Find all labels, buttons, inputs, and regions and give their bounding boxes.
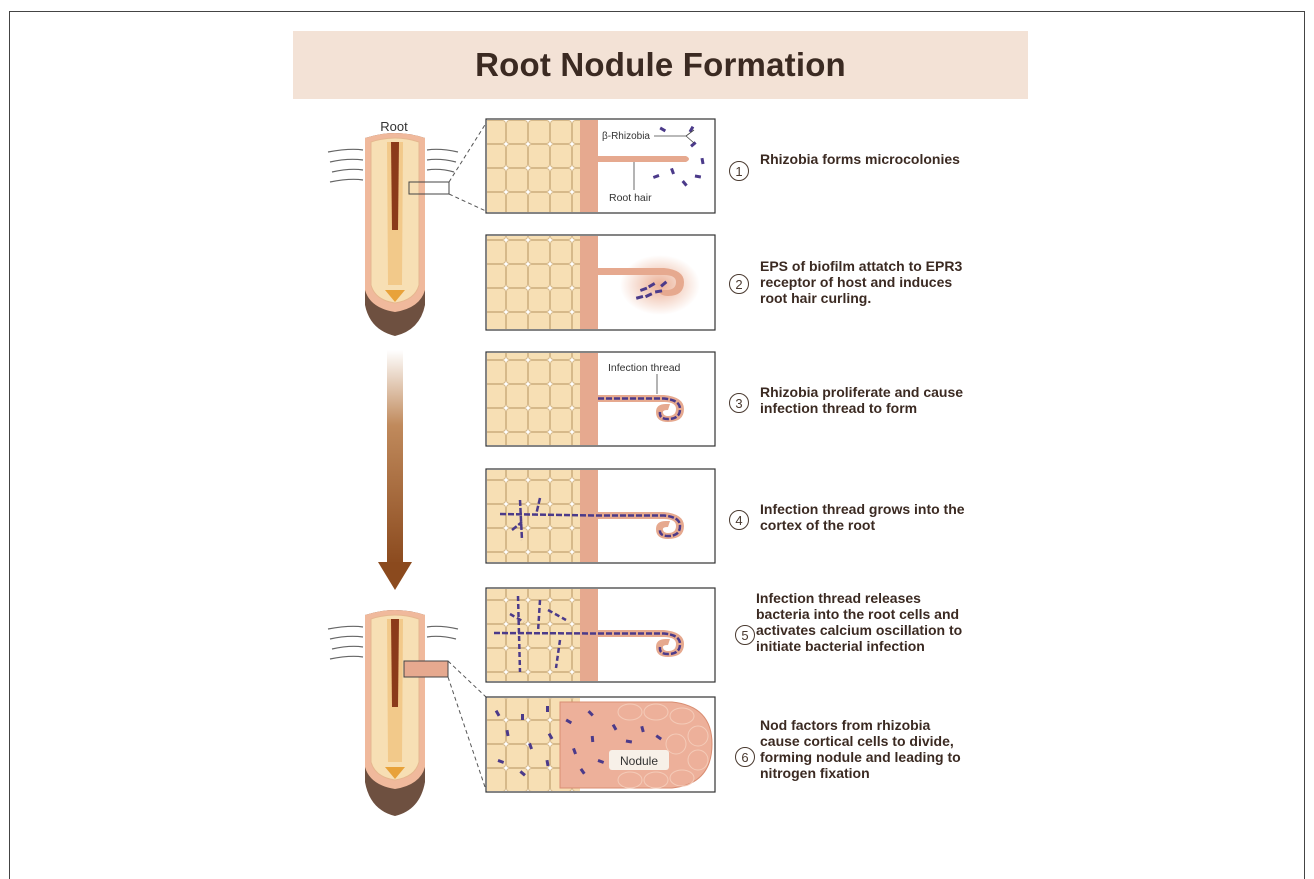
step-3-number: 3 — [729, 393, 749, 413]
step-5-number: 5 — [735, 625, 755, 645]
panel-2 — [486, 235, 715, 330]
step-2-text: EPS of biofilm attatch to EPR3 receptor … — [760, 258, 970, 306]
step-4-number: 4 — [729, 510, 749, 530]
panel-6: Nodule — [486, 697, 715, 792]
step-5-text: Infection thread releases bacteria into … — [756, 590, 966, 654]
step-6-number: 6 — [735, 747, 755, 767]
panel-3: Infection thread — [486, 352, 715, 446]
nodule-label: Nodule — [620, 754, 658, 768]
step-4-text: Infection thread grows into the cortex o… — [760, 501, 985, 533]
step-1-text: Rhizobia forms microcolonies — [760, 151, 990, 167]
root-label: Root — [380, 119, 408, 134]
progression-arrow — [378, 350, 412, 590]
step-2-number: 2 — [729, 274, 749, 294]
step-6-text: Nod factors from rhizobia cause cortical… — [760, 717, 970, 781]
root-hair-label: Root hair — [609, 192, 652, 204]
panel-4 — [486, 469, 715, 563]
top-root — [328, 120, 488, 336]
infection-thread-label: Infection thread — [608, 362, 681, 374]
panel-1: β-Rhizobia Root hair — [486, 119, 715, 213]
rhizobia-label: β-Rhizobia — [602, 131, 650, 142]
panel-5 — [486, 588, 715, 682]
bottom-root — [328, 610, 486, 816]
step-1-number: 1 — [729, 161, 749, 181]
step-3-text: Rhizobia proliferate and cause infection… — [760, 384, 975, 416]
